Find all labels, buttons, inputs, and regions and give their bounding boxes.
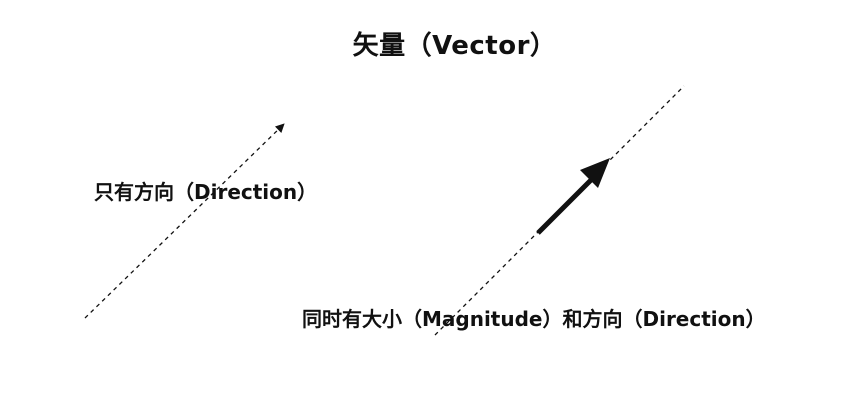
magnitude-vector-arrowhead [580, 158, 610, 188]
diagram-title: 矢量（Vector） [352, 31, 557, 61]
direction-dashed-line [84, 123, 285, 319]
magnitude-vector-shaft [536, 175, 596, 235]
direction-only-label: 只有方向（Direction） [94, 180, 318, 204]
magnitude-direction-label: 同时有大小（Magnitude）和方向（Direction） [302, 307, 766, 331]
